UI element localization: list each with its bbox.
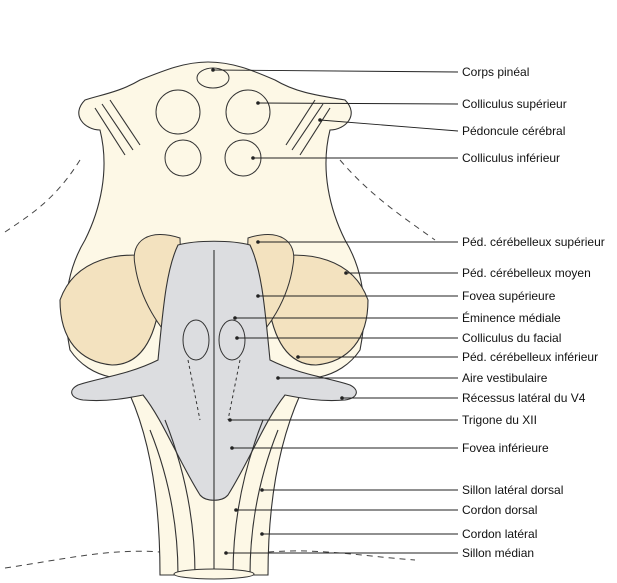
medulla-base-oval [173, 568, 255, 580]
leader-dot [276, 376, 280, 380]
structure-label: Fovea inférieure [462, 441, 549, 455]
leader-dot [318, 118, 322, 122]
brainstem-body [59, 61, 369, 580]
structure-label: Pédoncule cérébral [462, 124, 565, 138]
leader-dot [256, 101, 260, 105]
leader-dot [230, 446, 234, 450]
inferior-colliculus-left [164, 139, 202, 177]
leader-dot [256, 294, 260, 298]
structure-label: Péd. cérébelleux moyen [462, 266, 591, 280]
cerebellum-dashed-outline [4, 159, 436, 569]
structure-label: Cordon latéral [462, 527, 537, 541]
structure-label: Cordon dorsal [462, 503, 537, 517]
facial-colliculus-left [182, 319, 210, 361]
lateral-sulcus-left [149, 429, 179, 576]
superior-colliculus-right [225, 89, 271, 135]
leader-line [212, 69, 459, 73]
leader-dot [260, 532, 264, 536]
leader-dot [340, 396, 344, 400]
fossa-dashed-right [227, 359, 241, 421]
structure-label: Corps pinéal [462, 65, 529, 79]
leader-dot [256, 240, 260, 244]
leader-dot [211, 68, 215, 72]
lateral-sulcus-right [249, 429, 279, 576]
leader-dot [251, 156, 255, 160]
structure-label: Péd. cérébelleux supérieur [462, 235, 605, 249]
leader-dot [260, 488, 264, 492]
leader-dot [344, 271, 348, 275]
structure-label: Colliculus supérieur [462, 97, 567, 111]
facial-colliculus-right [218, 319, 246, 361]
leader-dot [224, 551, 228, 555]
dorsal-column-right [232, 419, 264, 576]
structure-label: Aire vestibulaire [462, 371, 548, 385]
middle-cerebellar-peduncle-left [59, 254, 161, 366]
leader-line [319, 119, 459, 132]
leader-dot [296, 355, 300, 359]
dorsal-column-left [164, 419, 196, 576]
structure-label: Sillon médian [462, 546, 534, 560]
structure-label: Trigone du XII [462, 413, 537, 427]
structure-label: Éminence médiale [462, 310, 561, 325]
structure-label: Colliculus du facial [462, 331, 561, 345]
leader-dot [228, 418, 232, 422]
leader-line [257, 102, 459, 105]
leader-dot [235, 336, 239, 340]
structure-label: Colliculus inférieur [462, 151, 560, 165]
fossa-dashed-left [187, 359, 201, 421]
leader-dot [233, 316, 237, 320]
structure-label: Sillon latéral dorsal [462, 483, 563, 497]
superior-colliculus-left [155, 89, 201, 135]
pineal-body [196, 67, 230, 89]
leader-dot [234, 508, 238, 512]
structure-label: Péd. cérébelleux inférieur [462, 350, 598, 364]
cerebral-peduncle-striations [94, 99, 331, 156]
structure-label: Récessus latéral du V4 [462, 391, 586, 405]
structure-label: Fovea supérieure [462, 289, 556, 303]
